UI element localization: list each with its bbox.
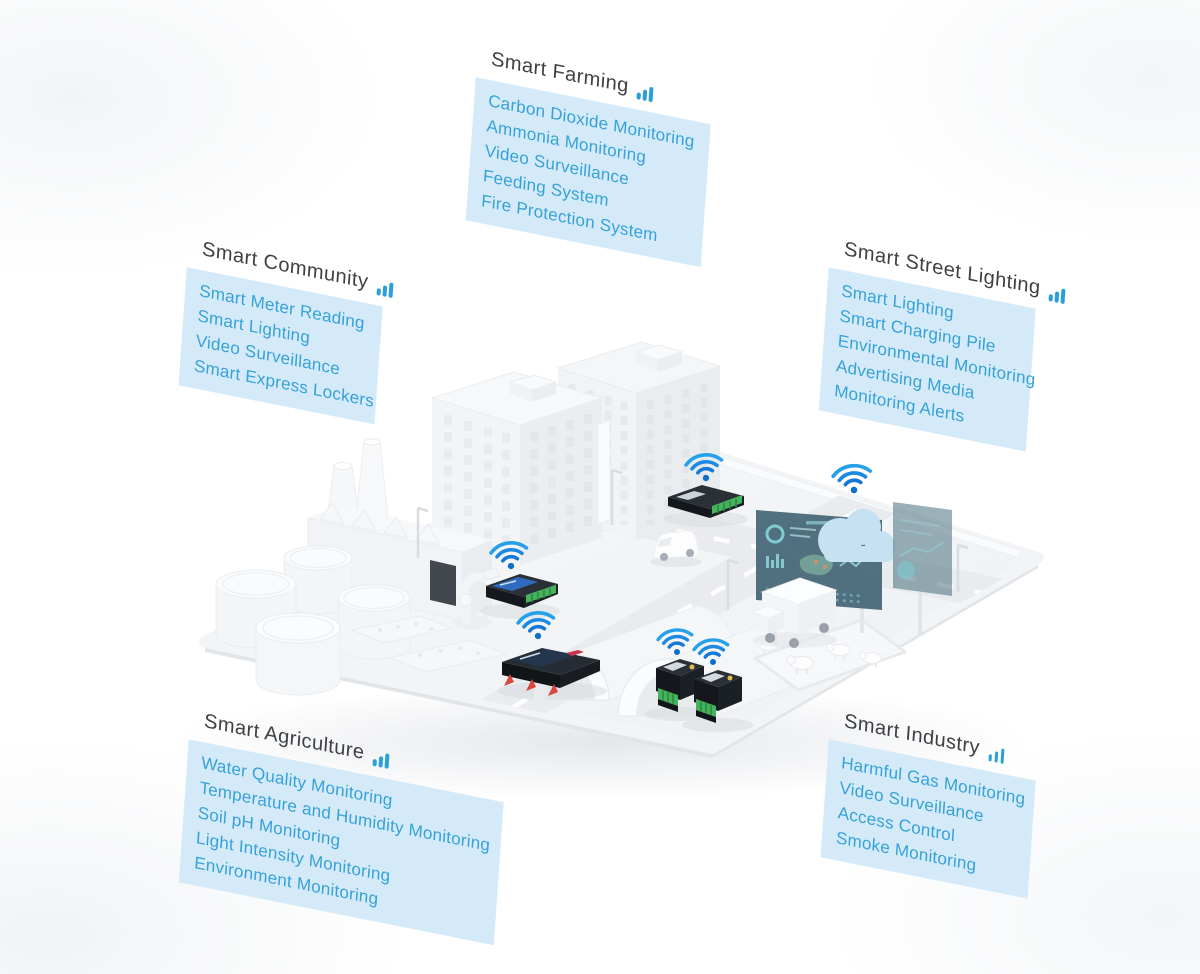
signal-bars-icon <box>988 746 1005 765</box>
signal-bars-icon <box>372 751 390 769</box>
signal-bars-icon <box>1048 286 1066 305</box>
signal-bars-icon <box>636 84 654 103</box>
livestock-pen <box>753 618 907 692</box>
signal-bars-icon <box>376 280 394 299</box>
street-lamps <box>416 468 969 610</box>
robot-arm <box>452 567 501 629</box>
apartment-building-front <box>430 371 611 565</box>
cloud-icon <box>818 461 895 562</box>
cellular-router <box>497 608 607 700</box>
van <box>650 530 702 567</box>
iot-gateway-top <box>664 450 748 527</box>
iot-gateway-mid <box>480 538 560 619</box>
equipment-pads <box>350 615 508 673</box>
delivery-truck <box>750 577 838 648</box>
